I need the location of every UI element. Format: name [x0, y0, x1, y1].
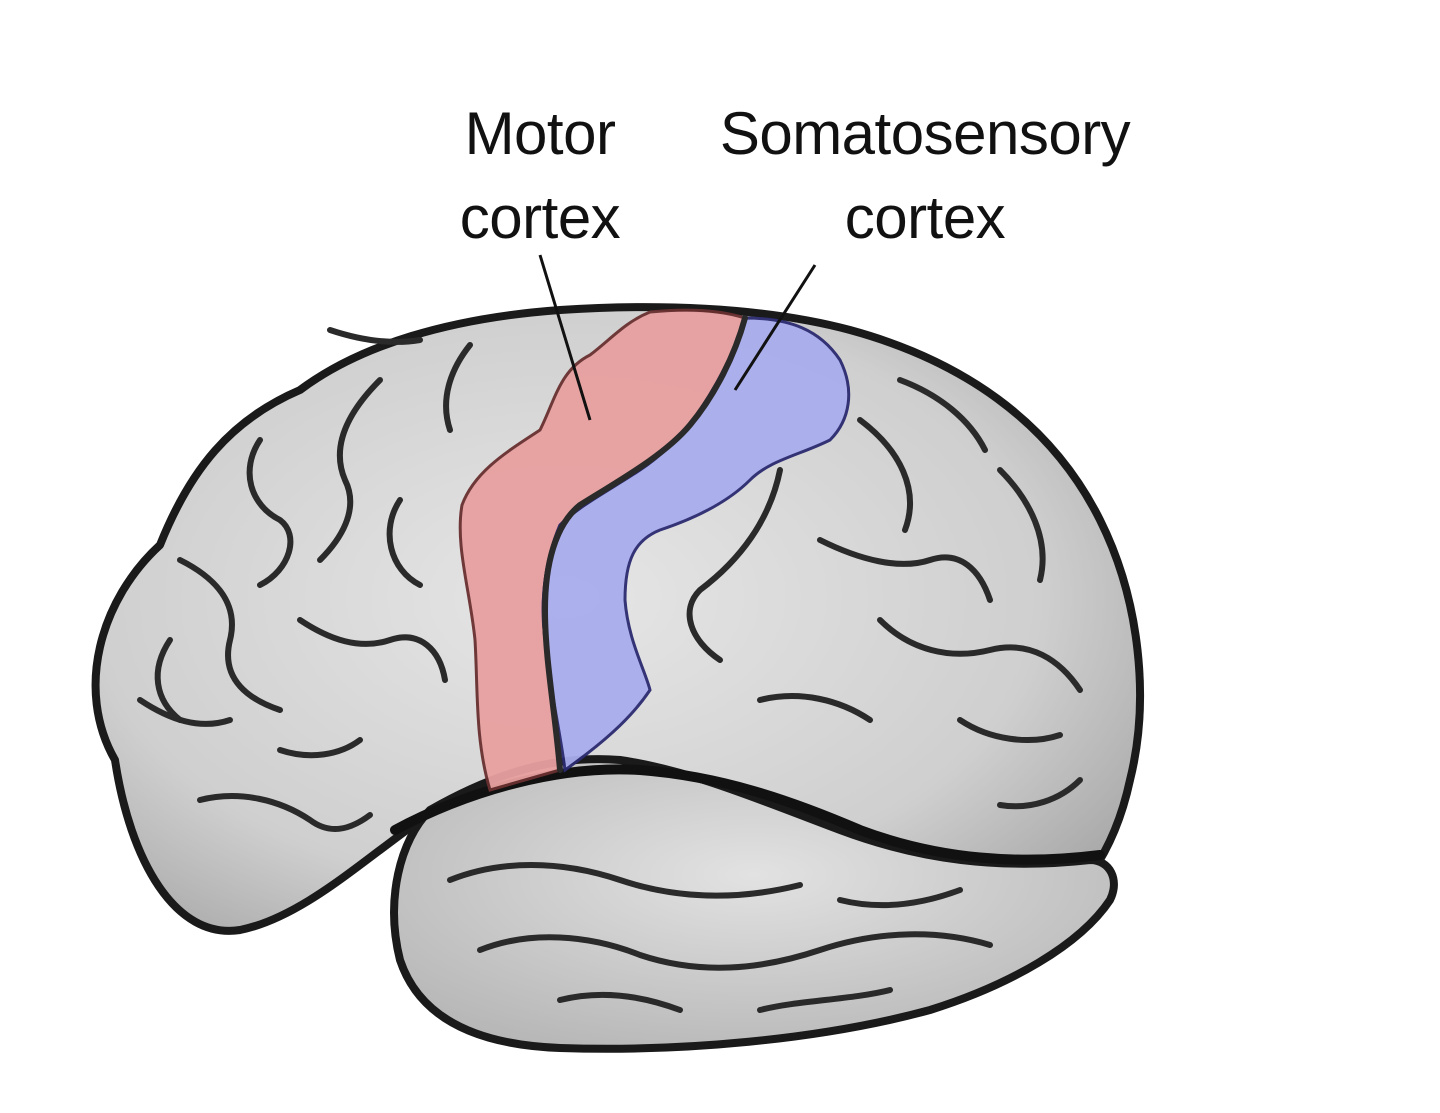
temporal-sulci — [447, 862, 993, 1013]
somatosensory-label-line2: cortex — [844, 184, 1006, 251]
somatosensory-leader-line — [733, 264, 817, 391]
motor-cortex-label: Motor cortex — [420, 92, 660, 260]
motor-label-line2: cortex — [459, 184, 621, 251]
motor-label-line1: Motor — [464, 100, 616, 167]
somatosensory-cortex-label: Somatosensory cortex — [690, 92, 1160, 260]
parietal-sulci — [686, 377, 1083, 810]
somatosensory-label-line1: Somatosensory — [719, 100, 1131, 167]
frontal-sulci — [137, 327, 473, 833]
motor-leader-line — [538, 254, 592, 421]
central-sulcus — [541, 315, 748, 773]
